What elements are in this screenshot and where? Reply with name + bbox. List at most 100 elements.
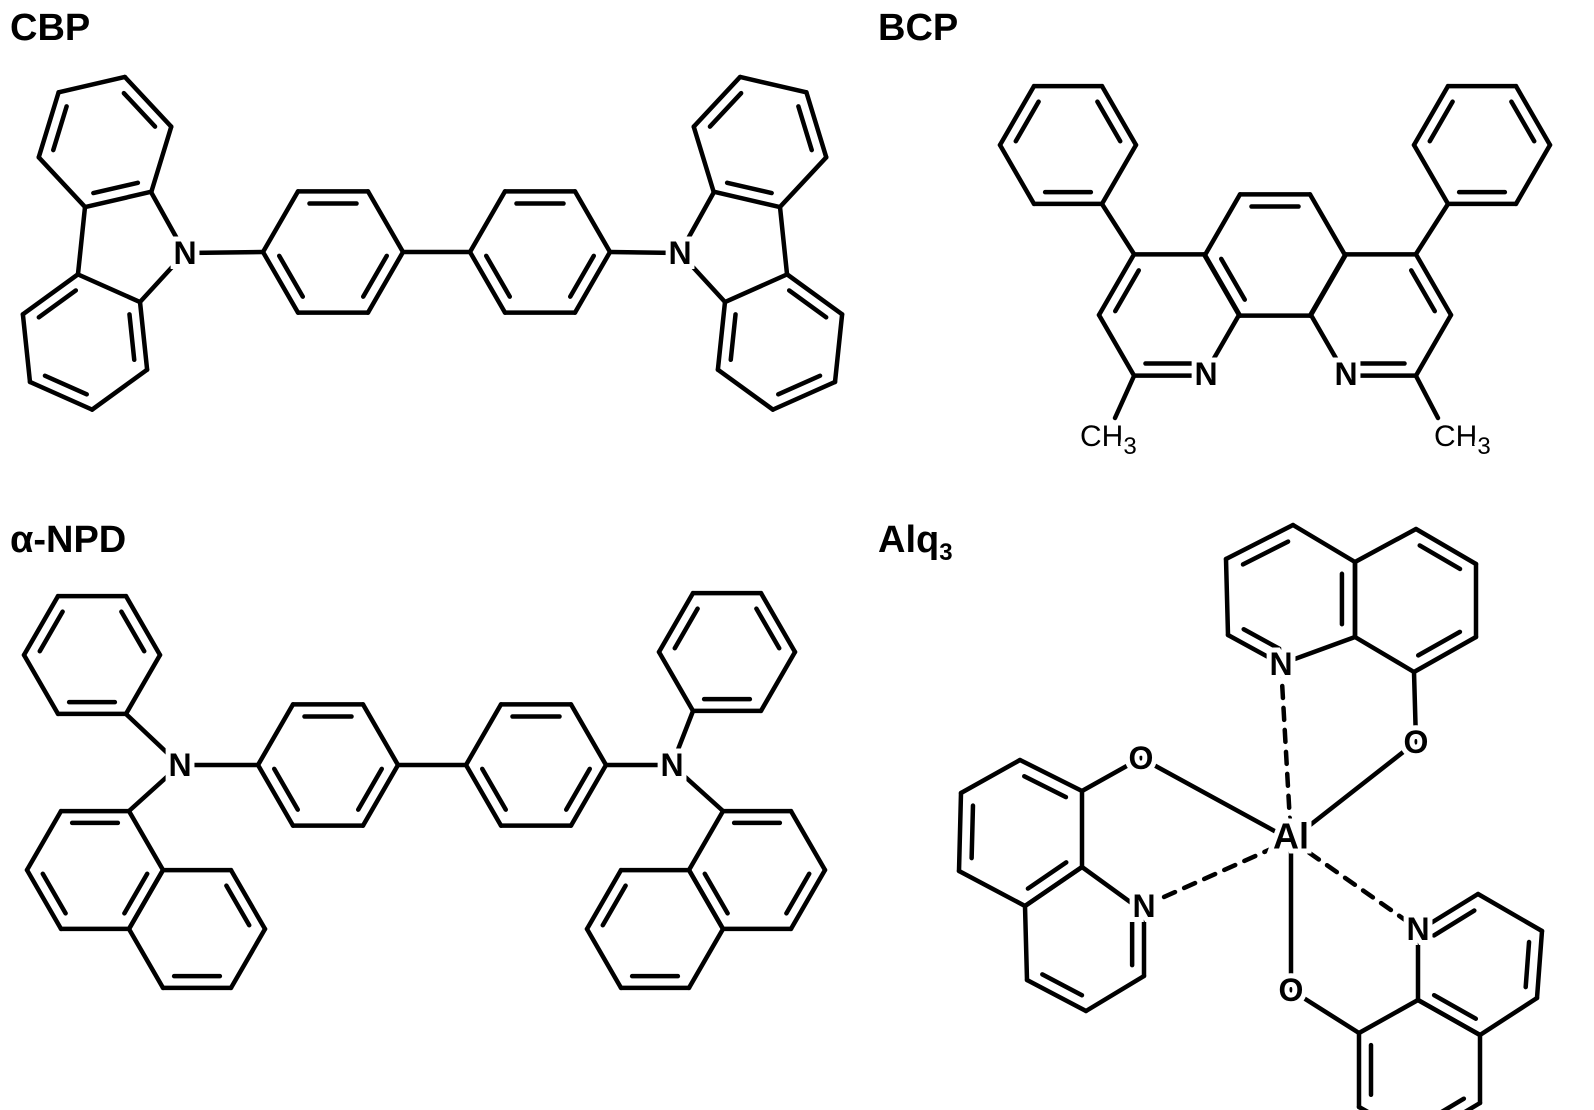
methyl-right-main: CH: [1434, 420, 1477, 453]
bonds: [23, 77, 1550, 1110]
bond: [780, 157, 826, 207]
bond: [1205, 194, 1240, 255]
bond: [1000, 145, 1034, 204]
bond: [961, 760, 1020, 793]
atom-n-cbp-left: N: [173, 235, 196, 271]
double-bond: [1422, 1099, 1464, 1110]
atom-n-npd-left: N: [168, 747, 191, 783]
coordination-bond: [1291, 840, 1418, 929]
double-bond: [93, 183, 138, 193]
bond: [718, 370, 773, 410]
atom-al: Al: [1273, 816, 1309, 857]
bond: [791, 811, 825, 870]
bond: [1027, 980, 1086, 1011]
bond: [659, 652, 693, 711]
bond: [78, 274, 140, 302]
bond: [24, 655, 58, 714]
title-alq3-main: Alq: [878, 519, 939, 561]
bond: [368, 191, 403, 252]
bond: [59, 77, 125, 92]
bond: [1414, 145, 1448, 204]
bond: [1416, 315, 1451, 376]
bond: [959, 871, 1025, 906]
double-bond: [727, 183, 772, 193]
atom-n-bcp-right: N: [1334, 356, 1357, 392]
bond: [835, 314, 842, 382]
bond: [466, 704, 501, 765]
bond: [1102, 145, 1136, 204]
bond: [1102, 204, 1134, 254]
bond: [1310, 194, 1345, 255]
title-cbp: CBP: [10, 7, 90, 49]
methyl-left: CH3: [1080, 420, 1137, 460]
atom-o-alq-bottom: O: [1279, 972, 1304, 1008]
bond: [689, 811, 723, 870]
double-bond: [789, 290, 826, 317]
bond: [1025, 906, 1027, 980]
atom-n-cbp-right: N: [668, 235, 691, 271]
bond: [78, 207, 85, 274]
double-bond: [53, 106, 66, 150]
bond: [1480, 998, 1537, 1035]
coordination-bond: [1281, 664, 1291, 840]
atom-n-alq-left: N: [1132, 888, 1155, 924]
bond: [689, 929, 723, 988]
bond: [1516, 145, 1550, 204]
atom-o-alq-top: O: [1404, 724, 1429, 760]
bond: [1115, 376, 1134, 418]
bond: [587, 929, 621, 988]
title-alq3: Alq3: [878, 519, 953, 566]
methyl-right: CH3: [1434, 420, 1491, 460]
bond: [126, 655, 160, 714]
bond: [263, 191, 298, 252]
bond: [1020, 760, 1082, 791]
double-bond: [710, 93, 741, 126]
bond: [1416, 204, 1448, 254]
title-bcp: BCP: [878, 7, 958, 49]
bond: [151, 127, 171, 192]
bond: [140, 302, 147, 370]
bond: [1226, 559, 1228, 635]
bond: [1293, 525, 1355, 562]
methyl-left-main: CH: [1080, 420, 1123, 453]
double-bond: [1434, 911, 1474, 936]
bond: [773, 382, 835, 410]
methyl-left-sub: 3: [1123, 433, 1136, 460]
bond: [470, 191, 505, 252]
labels: CBP BCP α-NPD Alq3 N N N N CH3 CH3 N N A…: [10, 7, 1491, 1008]
bond: [1478, 894, 1542, 931]
bond: [1311, 254, 1346, 315]
bond: [761, 652, 795, 711]
coordination-bond: [1144, 840, 1291, 906]
bond: [959, 793, 961, 871]
bond: [258, 704, 293, 765]
bond: [39, 157, 85, 207]
double-bond: [972, 806, 973, 858]
bond: [129, 811, 163, 870]
bond: [1355, 637, 1414, 672]
bond: [1291, 742, 1416, 840]
bond: [1359, 1000, 1418, 1033]
atom-n-bcp-left: N: [1194, 356, 1217, 392]
atom-n-alq-bottom: N: [1406, 911, 1429, 947]
bond: [23, 314, 30, 382]
atom-o-alq-left: O: [1129, 740, 1154, 776]
bond: [1086, 976, 1144, 1011]
bond: [1416, 376, 1438, 418]
double-bond: [1526, 942, 1529, 987]
double-bond: [798, 106, 811, 150]
bond: [231, 929, 265, 988]
bond: [185, 252, 263, 253]
atom-n-npd-right: N: [660, 747, 683, 783]
bond: [780, 207, 787, 274]
bond: [1355, 529, 1416, 562]
bond: [571, 704, 606, 765]
title-alpha-npd: α-NPD: [10, 519, 126, 561]
double-bond: [731, 314, 736, 359]
double-bond: [39, 290, 76, 317]
bond: [30, 382, 92, 410]
bond: [575, 191, 610, 252]
bond: [740, 77, 806, 92]
bond: [92, 370, 147, 410]
